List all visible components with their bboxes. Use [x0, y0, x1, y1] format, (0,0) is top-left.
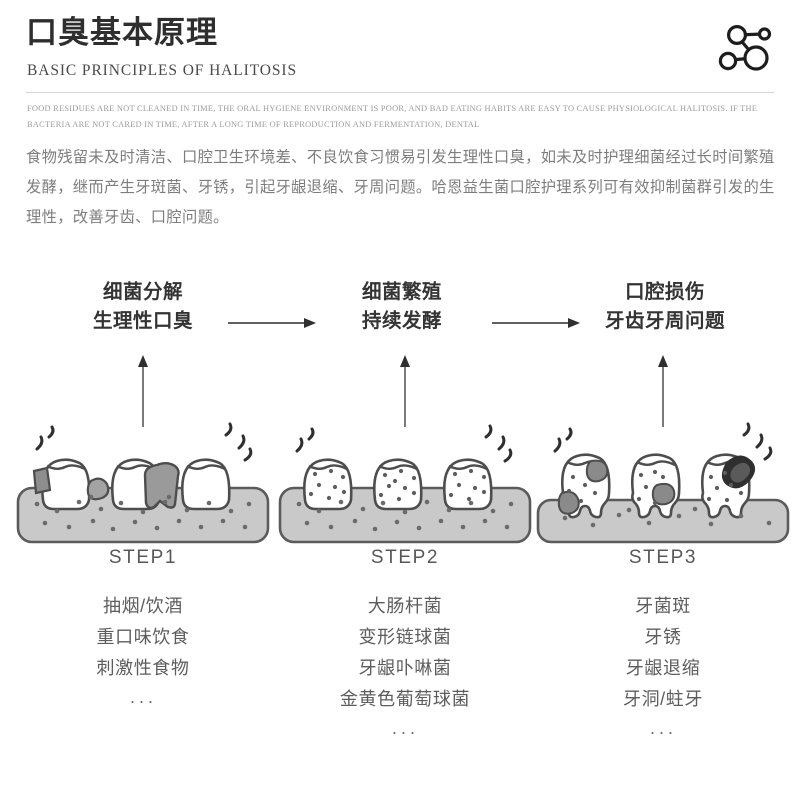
step-label-1: STEP1 [108, 547, 178, 568]
teeth-with-food-residue-icon [9, 415, 277, 550]
flow-heading-1: 细菌分解 生理性口臭 [43, 278, 243, 337]
flow-heading-3-line1: 口腔损伤 [624, 281, 705, 303]
flow-heading-3: 口腔损伤 牙齿牙周问题 [565, 278, 765, 337]
step-label-3: STEP3 [628, 547, 698, 568]
teeth-with-decay-icon [529, 415, 797, 550]
page-title: 口臭基本原理 [26, 15, 218, 50]
list-item: 牙龈退缩 [625, 657, 701, 678]
list-item: 变形链球菌 [358, 626, 452, 647]
teeth-with-bacteria-icon [271, 415, 539, 550]
page-header: 口臭基本原理 BASIC PRINCIPLES OF HALITOSIS Foo… [0, 0, 800, 135]
english-description: Food residues are not cleaned in time, t… [27, 104, 758, 129]
step-item-list-1: 抽烟/饮酒 重口味饮食 刺激性食物 ··· [9, 591, 277, 717]
flow-heading-2: 细菌繁殖 持续发酵 [302, 278, 502, 337]
step-item-list-2: 大肠杆菌 变形链球菌 牙龈卟啉菌 金黄色葡萄球菌 ··· [271, 591, 539, 748]
ellipsis: ··· [129, 690, 157, 711]
list-item: 牙锈 [644, 626, 682, 647]
list-item: 牙菌斑 [635, 596, 691, 616]
process-flow: 细菌分解 生理性口臭 细菌繁殖 持续发酵 口腔损伤 牙齿牙周问题 [0, 278, 800, 378]
list-item: 抽烟/饮酒 [102, 596, 183, 616]
flow-heading-1-line2: 生理性口臭 [92, 310, 193, 333]
ellipsis: ··· [391, 721, 419, 742]
list-item: 牙龈卟啉菌 [358, 657, 452, 678]
intro-paragraph: 食物残留未及时清洁、口腔卫生环境差、不良饮食习惯易引发生理性口臭，如未及时护理细… [26, 149, 775, 226]
header-divider [26, 92, 774, 93]
flow-heading-3-line2: 牙齿牙周问题 [604, 310, 725, 333]
page-subtitle: BASIC PRINCIPLES OF HALITOSIS [27, 62, 297, 79]
ellipsis: ··· [649, 721, 677, 742]
flow-heading-2-line2: 持续发酵 [361, 310, 442, 333]
arrow-up-icon [399, 355, 411, 427]
arrow-right-icon [228, 316, 316, 328]
list-item: 重口味饮食 [96, 626, 190, 647]
molecule-network-icon [716, 16, 778, 78]
flow-heading-2-line1: 细菌繁殖 [361, 281, 442, 303]
arrow-up-icon [137, 355, 149, 427]
step-item-list-3: 牙菌斑 牙锈 牙龈退缩 牙洞/蛀牙 ··· [529, 591, 797, 748]
list-item: 大肠杆菌 [367, 596, 443, 616]
flow-heading-1-line1: 细菌分解 [102, 281, 183, 303]
step-label-2: STEP2 [370, 547, 440, 568]
list-item: 刺激性食物 [96, 657, 190, 678]
arrow-up-icon [657, 355, 669, 427]
list-item: 牙洞/蛀牙 [622, 688, 703, 709]
list-item: 金黄色葡萄球菌 [339, 688, 471, 709]
arrow-right-icon [492, 316, 580, 328]
